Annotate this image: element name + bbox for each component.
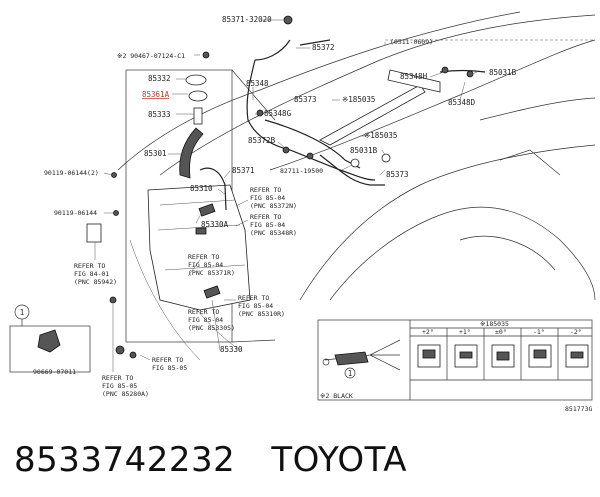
nozzle-arrow (319, 84, 426, 146)
refer-note-85330s: REFER TO FIG 85-04 (PNC 85330S) (188, 308, 235, 332)
refer-note-85372n: REFER TO FIG 85-04 (PNC 85372N) (250, 186, 297, 210)
reservoir-bracket (86, 223, 102, 243)
nozzle-icon-4 (565, 344, 589, 368)
label-85330: 85330 (220, 345, 243, 354)
label-85031b-top: 85031B (489, 68, 517, 77)
refer-note-85371r: REFER TO FIG 85-04 (PNC 85371R) (188, 253, 235, 277)
label-90669-07011: 90669-07011 (33, 368, 76, 376)
label-85373-lower: 85373 (386, 170, 409, 179)
inset-header-3: -1° (533, 328, 545, 336)
label-85332: 85332 (148, 74, 171, 83)
label-85031b-mid: 85031B (350, 146, 378, 155)
label-82711-19500: 82711-19500 (280, 167, 323, 175)
label-85372b: 85372B (248, 136, 276, 145)
nozzle-icon-2 (491, 344, 515, 368)
filler-neck (179, 74, 208, 179)
washer-pumps (195, 203, 221, 299)
nozzle-icon-1 (454, 344, 478, 368)
label-185035-mid: ※185035 (364, 131, 397, 140)
label-2-black: ※2 BLACK (320, 392, 353, 400)
part-footer: 8533742232 TOYOTA (14, 430, 407, 490)
inset-table-title: ※185035 (480, 320, 509, 328)
label-85348: 85348 (246, 79, 269, 88)
fasteners (86, 15, 474, 359)
label-185035-upper: ※185035 (342, 95, 375, 104)
label-85330a: 85330A (201, 220, 229, 229)
refer-note-85942: REFER TO FIG 84-01 (PNC 85942) (74, 262, 117, 286)
label-85361a: 85361A (142, 90, 170, 99)
label-90467-07124: ※2 90467-07124-C1 (117, 52, 185, 60)
label-85310: 85310 (190, 184, 213, 193)
inset-header-4: -2° (570, 328, 582, 336)
callout-number-1: 1 (20, 308, 25, 317)
brand-name: TOYOTA (271, 440, 408, 480)
callout-number-1-inset: 1 (348, 369, 353, 378)
nozzle-icon-0 (417, 344, 441, 368)
label-85373-upper: 85373 (294, 95, 317, 104)
label-85348h: 85348H (400, 72, 428, 81)
inset-header-2: ±0° (495, 328, 507, 336)
washer-tank (147, 184, 251, 311)
label-85372: 85372 (312, 43, 335, 52)
nozzle-icon-3 (528, 344, 552, 368)
parts-diagram: 1 (9, 11, 596, 413)
part-number: 8533742232 (14, 440, 236, 480)
label-85333: 85333 (148, 110, 171, 119)
label-85348g: 85348G (264, 109, 292, 118)
label-90119-06144-2: 90119-06144(2) (44, 169, 99, 177)
label-90119-06144: 90119-06144 (54, 209, 97, 217)
nozzle-inset: ※185035 +2° +1° ±0° -1° -2° 1 ※2 BLACK (317, 319, 593, 401)
leader-lines (94, 19, 478, 372)
date-range-bracket (384, 39, 595, 45)
figure-id: 851773G (565, 405, 592, 413)
inset-header-1: +1° (459, 328, 471, 336)
refer-note-85348r: REFER TO FIG 85-04 (PNC 85348R) (250, 213, 297, 237)
label-85371: 85371 (232, 166, 255, 175)
refer-note-85280a: REFER TO FIG 85-05 (PNC 85280A) (102, 374, 149, 398)
washer-hoses (199, 39, 486, 211)
label-85371-32020: 85371-32020 (222, 15, 272, 24)
inset-header-0: +2° (422, 328, 434, 336)
refer-note-85-05: REFER TO FIG 85-05 (152, 356, 187, 372)
grommet-callout: 1 (9, 304, 91, 373)
refer-note-85310r: REFER TO FIG 85-04 (PNC 85310R) (238, 294, 285, 318)
label-85301: 85301 (144, 149, 167, 158)
label-85348d: 85348D (448, 98, 476, 107)
hood-strip (387, 69, 441, 93)
part-labels: 85371-32020 85372 ※2 90467-07124-C1 8533… (33, 15, 517, 376)
label-date-range: (0511-0609) (390, 38, 433, 46)
refer-notes: REFER TO FIG 85-04 (PNC 85372N) REFER TO… (74, 186, 297, 398)
